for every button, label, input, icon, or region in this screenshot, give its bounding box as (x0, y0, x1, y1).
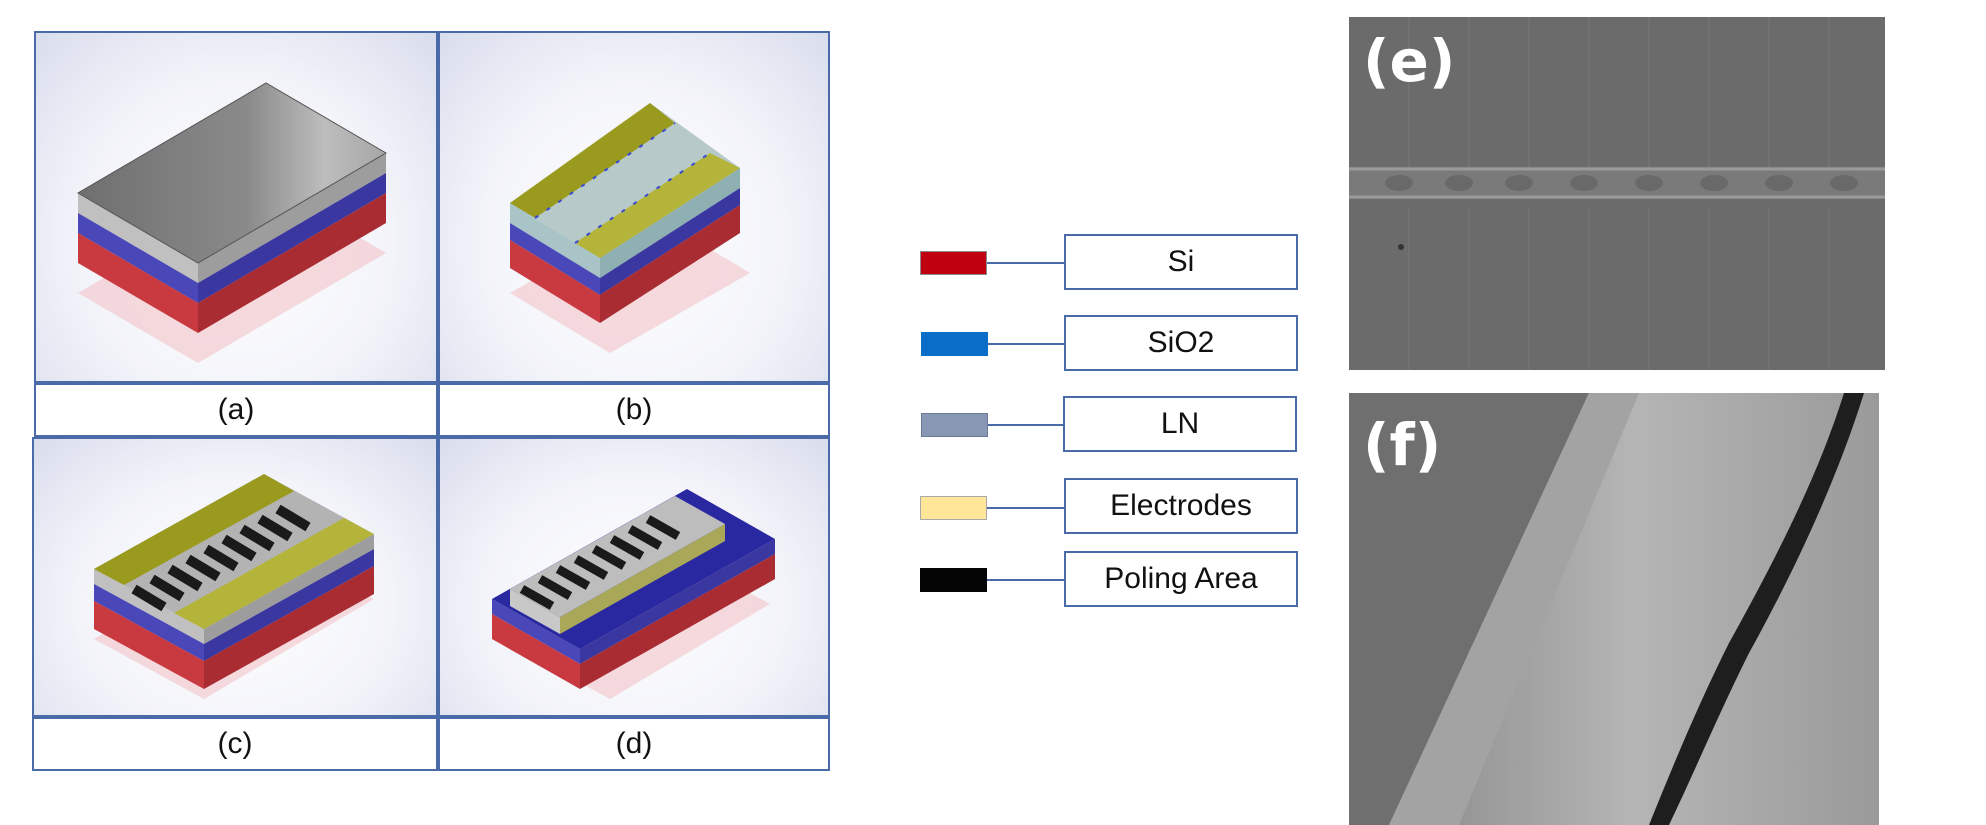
sem-image-f: (f) (1349, 393, 1879, 825)
legend-connector (988, 424, 1064, 426)
legend-swatch-poling-area (920, 568, 987, 592)
sem-micrograph-e (1349, 17, 1885, 370)
legend-label-si: Si (1064, 234, 1298, 290)
legend-label-poling-area: Poling Area (1064, 551, 1298, 607)
panel-d-image (438, 437, 830, 717)
legend-label-ln: LN (1063, 396, 1297, 452)
caption-a: (a) (34, 383, 438, 437)
legend-label-electrodes: Electrodes (1064, 478, 1298, 534)
caption-c: (c) (32, 717, 438, 771)
panel-a-image (34, 31, 438, 383)
panel-label-f: (f) (1363, 411, 1442, 479)
legend-label-sio2: SiO2 (1064, 315, 1298, 371)
legend-swatch-ln (921, 413, 988, 437)
legend-connector (987, 579, 1065, 581)
stack-illustration-a (77, 82, 387, 363)
sem-micrograph-f (1349, 393, 1879, 825)
legend-swatch-electrodes (920, 496, 987, 520)
caption-d: (d) (438, 717, 830, 771)
legend-swatch-sio2 (921, 332, 988, 356)
stack-illustration-b (510, 103, 750, 353)
stack-illustration-c (94, 474, 374, 699)
legend-connector (987, 262, 1065, 264)
caption-b: (b) (438, 383, 830, 437)
stack-illustration-d (492, 489, 775, 699)
sem-image-e: (e) (1349, 17, 1885, 370)
legend-connector (988, 343, 1065, 345)
legend-swatch-si (920, 251, 987, 275)
panel-b-image (438, 31, 830, 383)
panel-label-e: (e) (1363, 27, 1456, 95)
legend-connector (987, 507, 1065, 509)
panel-c-image (32, 437, 438, 717)
